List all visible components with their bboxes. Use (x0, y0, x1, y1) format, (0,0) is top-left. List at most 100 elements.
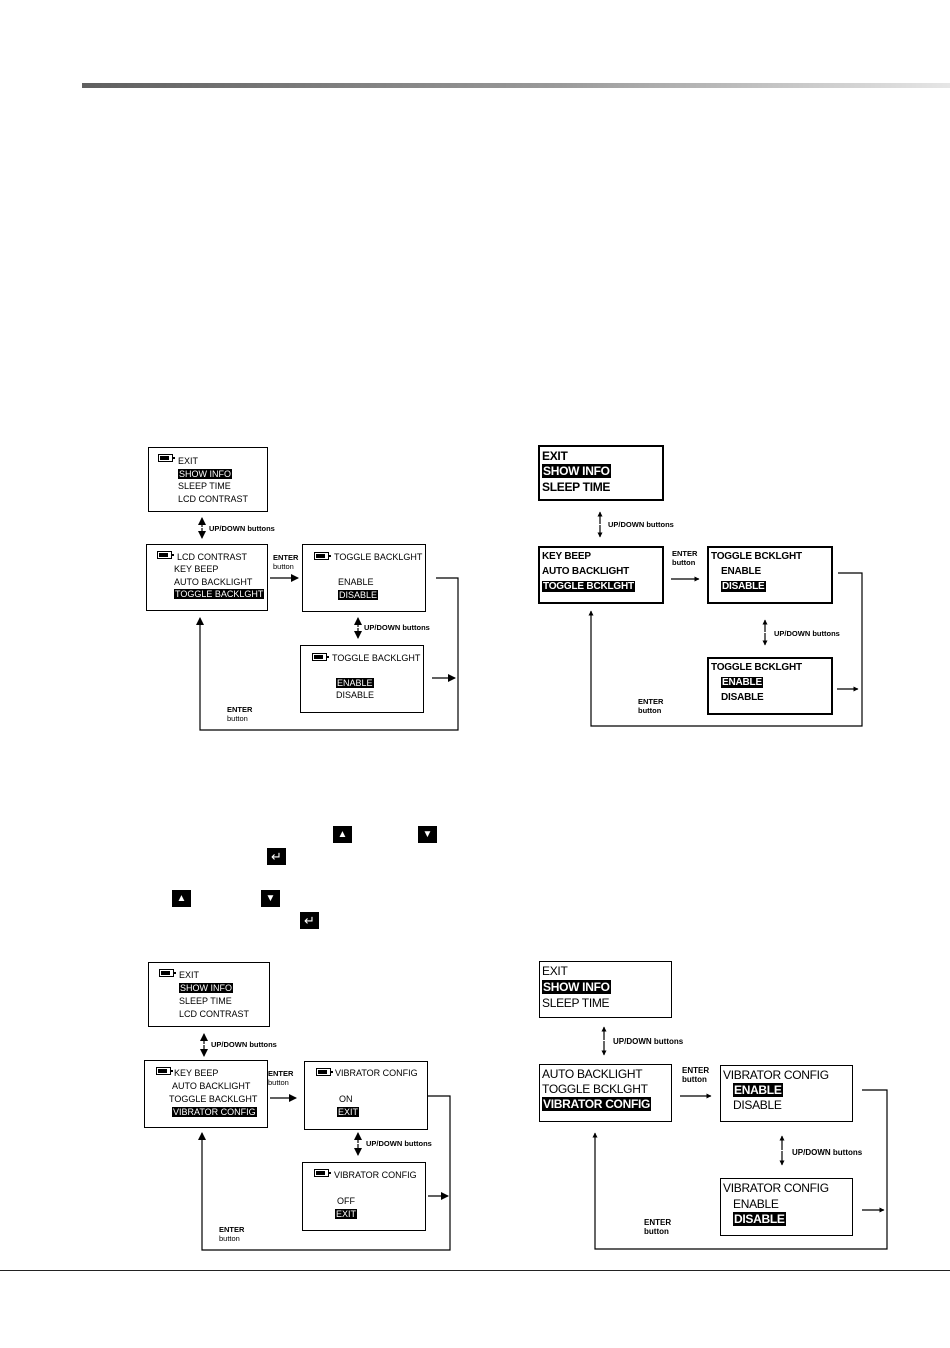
option-off: OFF (337, 1196, 355, 1206)
menu-item-selected: VIBRATOR CONFIG (172, 1107, 257, 1117)
lcd-menu-main: KEY BEEP AUTO BACKLIGHT TOGGLE BACKLGHT … (144, 1060, 268, 1128)
screen-title: TOGGLE BACKLGHT (334, 552, 423, 562)
lcd-vibrator-disable: VIBRATOR CONFIG ENABLE DISABLE (720, 1178, 853, 1236)
menu-item: KEY BEEP (174, 1068, 219, 1078)
option-enable-selected: ENABLE (733, 1083, 783, 1097)
option-disable: DISABLE (721, 692, 764, 703)
battery-icon (159, 969, 176, 977)
battery-icon (158, 454, 175, 462)
menu-item: EXIT (542, 964, 568, 978)
lcd-toggle-disable: TOGGLE BACKLGHT ENABLE DISABLE (302, 544, 426, 612)
updown-label: UP/DOWN buttons (608, 520, 674, 529)
menu-item: KEY BEEP (542, 551, 591, 562)
battery-icon (312, 653, 329, 661)
option-enable: ENABLE (733, 1197, 779, 1211)
updown-label: UP/DOWN buttons (209, 524, 275, 533)
menu-item: SLEEP TIME (179, 996, 232, 1006)
menu-item: EXIT (178, 456, 199, 466)
lcd-menu-top: EXIT SHOW INFO SLEEP TIME LCD CONTRAST (148, 447, 268, 512)
menu-item: SLEEP TIME (178, 481, 231, 491)
menu-item: LCD CONTRAST (179, 1009, 250, 1019)
option-disable-selected: DISABLE (733, 1212, 786, 1226)
option-disable: DISABLE (733, 1098, 782, 1112)
option-on: ON (339, 1094, 353, 1104)
screen-title: TOGGLE BCKLGHT (711, 551, 802, 562)
header-rule (82, 83, 950, 88)
option-exit-selected: EXIT (337, 1107, 360, 1117)
screen-title: TOGGLE BACKLGHT (332, 653, 421, 663)
updown-label: UP/DOWN buttons (613, 1037, 684, 1046)
lcd-vibrator-exit: VIBRATOR CONFIG ON EXIT (304, 1061, 428, 1130)
lcd-menu-top: EXIT SHOW INFO SLEEP TIME (538, 445, 664, 501)
menu-item: TOGGLE BACKLGHT (169, 1094, 258, 1104)
menu-item: AUTO BACKLIGHT (172, 1081, 251, 1091)
option-enable: ENABLE (338, 577, 374, 587)
updown-label: UP/DOWN buttons (774, 629, 840, 638)
menu-item: EXIT (542, 449, 568, 463)
menu-item: LCD CONTRAST (178, 494, 249, 504)
menu-item: AUTO BACKLIGHT (174, 577, 253, 587)
menu-item-selected: VIBRATOR CONFIG (542, 1097, 652, 1111)
option-exit-selected: EXIT (335, 1209, 358, 1219)
lcd-vibrator-exit-2: VIBRATOR CONFIG OFF EXIT (302, 1162, 426, 1231)
lcd-menu-main: KEY BEEP AUTO BACKLIGHT TOGGLE BCKLGHT (538, 546, 664, 604)
option-disable: DISABLE (336, 690, 375, 700)
menu-item-selected: SHOW INFO (542, 464, 611, 478)
down-arrow-key-icon: ▼ (418, 826, 437, 843)
enter-key-icon: ↵ (300, 912, 319, 929)
option-disable-selected: DISABLE (338, 590, 379, 600)
menu-item: KEY BEEP (174, 564, 219, 574)
footer-rule (0, 1270, 950, 1271)
down-arrow-key-icon: ▼ (261, 890, 280, 907)
updown-label: UP/DOWN buttons (792, 1148, 863, 1157)
lcd-menu-top: EXIT SHOW INFO SLEEP TIME LCD CONTRAST (148, 962, 270, 1027)
lcd-vibrator-enable: VIBRATOR CONFIG ENABLE DISABLE (720, 1065, 853, 1122)
lcd-menu-top: EXIT SHOW INFO SLEEP TIME (539, 961, 672, 1018)
up-arrow-key-icon: ▲ (333, 826, 352, 843)
menu-item: AUTO BACKLIGHT (542, 566, 630, 577)
option-disable-selected: DISABLE (721, 581, 766, 592)
battery-icon (157, 551, 174, 559)
menu-item-selected: TOGGLE BACKLGHT (174, 589, 265, 599)
updown-label: UP/DOWN buttons (366, 1139, 432, 1148)
menu-item: SLEEP TIME (542, 480, 611, 494)
menu-item: AUTO BACKLIGHT (542, 1067, 643, 1081)
lcd-menu-main: AUTO BACKLIGHT TOGGLE BCKLGHT VIBRATOR C… (539, 1064, 672, 1122)
option-enable: ENABLE (721, 566, 761, 577)
screen-title: TOGGLE BCKLGHT (711, 662, 802, 673)
option-enable-selected: ENABLE (721, 677, 763, 688)
menu-item: TOGGLE BCKLGHT (542, 1082, 648, 1096)
updown-label: UP/DOWN buttons (364, 623, 430, 632)
updown-label: UP/DOWN buttons (211, 1040, 277, 1049)
menu-item: SLEEP TIME (542, 996, 610, 1010)
up-arrow-key-icon: ▲ (172, 890, 191, 907)
battery-icon (316, 1068, 333, 1076)
menu-item: LCD CONTRAST (177, 552, 248, 562)
lcd-toggle-enable: TOGGLE BACKLGHT ENABLE DISABLE (300, 645, 424, 713)
menu-item-selected: TOGGLE BCKLGHT (542, 581, 635, 592)
battery-icon (314, 1169, 331, 1177)
screen-title: VIBRATOR CONFIG (335, 1068, 418, 1078)
option-enable-selected: ENABLE (336, 678, 374, 688)
menu-item-selected: SHOW INFO (179, 983, 233, 993)
battery-icon (314, 552, 331, 560)
lcd-menu-main: LCD CONTRAST KEY BEEP AUTO BACKLIGHT TOG… (146, 544, 268, 611)
screen-title: VIBRATOR CONFIG (723, 1181, 829, 1195)
lcd-toggle-disable: TOGGLE BCKLGHT ENABLE DISABLE (707, 546, 833, 604)
screen-title: VIBRATOR CONFIG (723, 1068, 829, 1082)
menu-item-selected: SHOW INFO (178, 469, 232, 479)
menu-item: EXIT (179, 970, 200, 980)
screen-title: VIBRATOR CONFIG (334, 1170, 417, 1180)
lcd-toggle-enable: TOGGLE BCKLGHT ENABLE DISABLE (707, 657, 833, 715)
menu-item-selected: SHOW INFO (542, 980, 611, 994)
battery-icon (156, 1067, 173, 1075)
